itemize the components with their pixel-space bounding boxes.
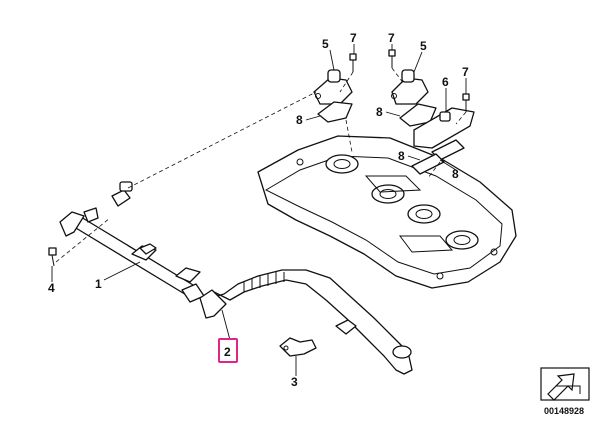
hose-clip-on-hose[interactable]: [335, 319, 357, 335]
callout-5-middle: 5: [420, 39, 427, 53]
callout-7-middle: 7: [388, 31, 395, 45]
callout-8-left: 8: [296, 113, 303, 127]
callout-2-selected[interactable]: 2: [218, 338, 238, 363]
callout-7-left: 7: [350, 31, 357, 45]
hose-clip-3[interactable]: [279, 337, 317, 357]
screw-7-right[interactable]: [462, 93, 470, 112]
callout-3: 3: [291, 375, 298, 389]
plug-part[interactable]: [111, 181, 133, 207]
screw-4[interactable]: [48, 247, 57, 267]
breather-hose-2[interactable]: [199, 269, 413, 375]
callout-2: 2: [224, 345, 231, 359]
callout-5-left: 5: [322, 37, 329, 51]
cover-6-right[interactable]: [413, 107, 475, 149]
cylinder-head-cover[interactable]: [257, 135, 517, 289]
breather-pipe-1[interactable]: [59, 207, 205, 303]
callout-8-right-lower: 8: [398, 149, 405, 163]
cover-5-left[interactable]: [313, 69, 353, 105]
callout-6: 6: [442, 75, 449, 89]
selection-highlight-box: [218, 338, 238, 363]
callout-1: 1: [95, 277, 102, 291]
exploded-view-arrow-icon: [547, 373, 575, 401]
gasket-8-middle[interactable]: [399, 103, 437, 127]
diagram-number: 00148928: [544, 406, 584, 416]
callout-7-right: 7: [462, 65, 469, 79]
callout-8-right-upper: 8: [452, 167, 459, 181]
screw-7-middle[interactable]: [388, 49, 396, 68]
screw-7-left[interactable]: [349, 53, 357, 72]
gasket-8-left[interactable]: [317, 101, 353, 123]
cover-5-middle[interactable]: [391, 69, 429, 105]
callout-8-middle: 8: [376, 105, 383, 119]
callout-4: 4: [48, 281, 55, 295]
exploded-view-badge: 00148928: [540, 367, 590, 416]
